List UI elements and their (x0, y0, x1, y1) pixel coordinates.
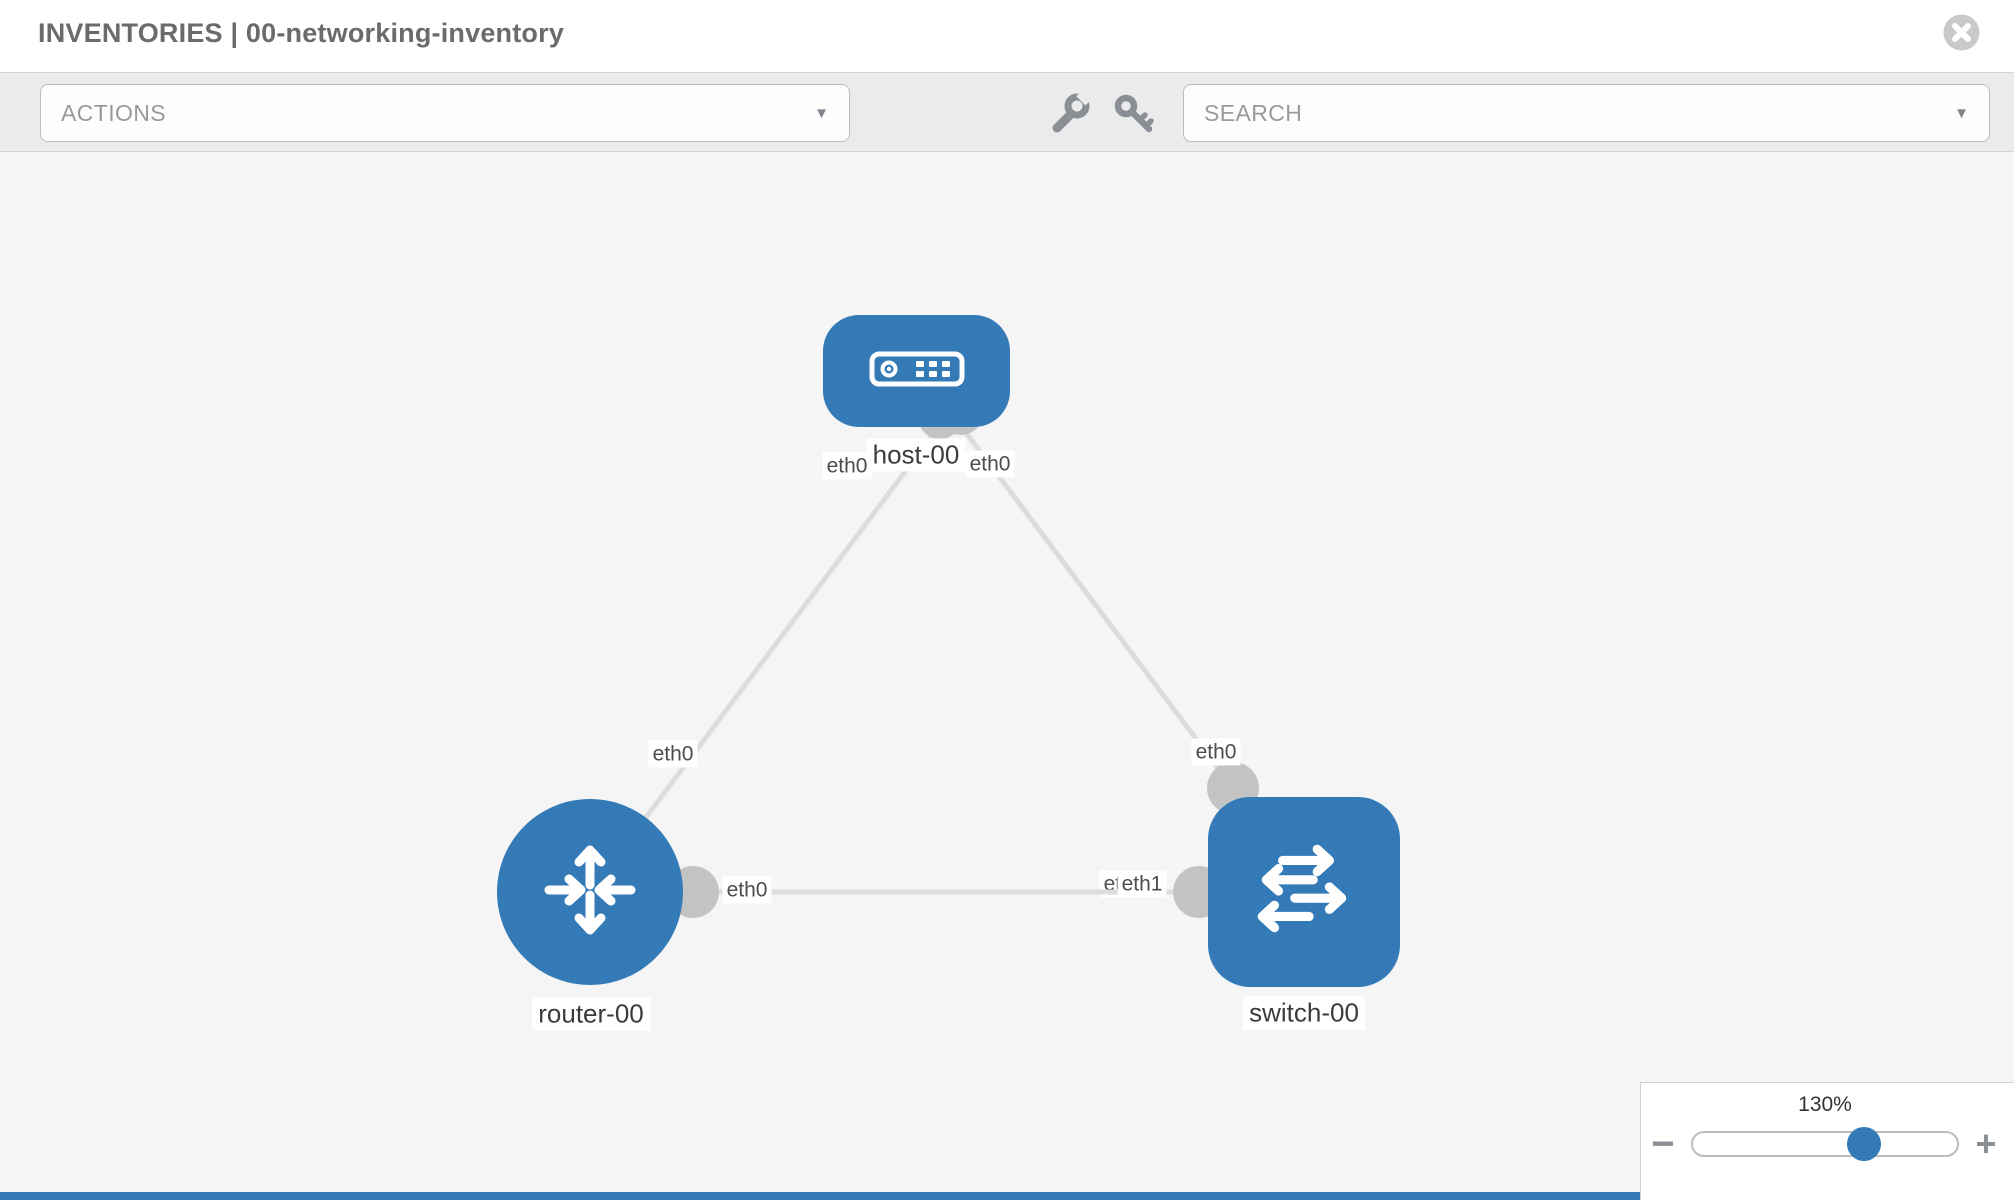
zoom-slider-handle[interactable] (1847, 1127, 1881, 1161)
actions-dropdown-label: ACTIONS (61, 99, 167, 126)
key-icon[interactable] (1112, 92, 1156, 134)
node-host-00[interactable] (823, 315, 1010, 427)
node-label-host: host-00 (866, 438, 966, 472)
zoom-control-panel: 130% − + (1640, 1082, 2014, 1200)
interface-label-host-to-router: eth0 (822, 452, 872, 480)
host-icon (869, 350, 965, 393)
interface-label-router-to-switch: eth0 (722, 876, 772, 904)
interface-label-router-to-host: eth0 (648, 740, 698, 768)
search-dropdown[interactable]: SEARCH ▼ (1183, 84, 1990, 142)
node-router-00[interactable] (497, 799, 683, 985)
wrench-icon[interactable] (1048, 89, 1092, 134)
search-placeholder: SEARCH (1204, 99, 1303, 126)
actions-dropdown[interactable]: ACTIONS ▼ (40, 84, 850, 142)
bottom-accent-bar (0, 1192, 1640, 1200)
close-icon (1943, 14, 1980, 54)
header-bar: INVENTORIES | 00-networking-inventory (0, 0, 2014, 72)
zoom-slider-track[interactable] (1691, 1131, 1959, 1157)
interface-label-switch-to-router: eth1 (1117, 870, 1167, 898)
topology-canvas[interactable]: eth0 (0, 152, 2014, 1200)
close-button[interactable] (1943, 14, 1980, 51)
zoom-level-value: 130% (1798, 1093, 1852, 1116)
node-label-switch: switch-00 (1243, 996, 1365, 1030)
link-host-router[interactable] (587, 423, 943, 894)
toolbar: ACTIONS ▼ SEARCH (0, 72, 2014, 152)
node-label-router: router-00 (532, 997, 650, 1031)
chevron-down-icon: ▼ (814, 104, 829, 122)
zoom-in-button[interactable]: + (1975, 1123, 1997, 1164)
interface-label-host-to-switch: eth0 (965, 450, 1015, 478)
switch-icon (1248, 834, 1360, 951)
chevron-down-icon: ▼ (1954, 104, 1969, 122)
router-icon (535, 835, 645, 950)
zoom-out-button[interactable]: − (1651, 1121, 1675, 1166)
page-title: INVENTORIES | 00-networking-inventory (38, 18, 565, 48)
interface-label-switch-to-host: eth0 (1191, 738, 1241, 766)
node-switch-00[interactable] (1208, 797, 1400, 987)
